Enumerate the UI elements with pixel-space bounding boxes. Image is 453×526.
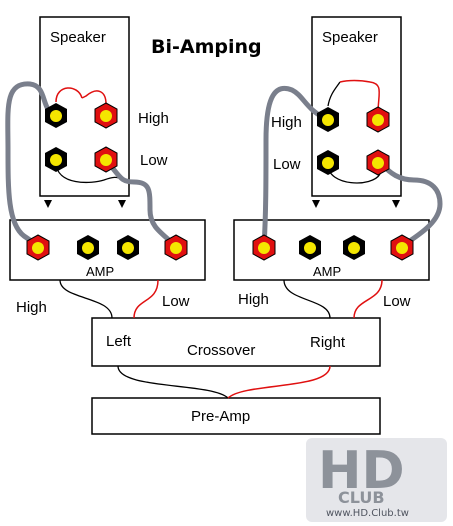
right-low-speaker-cable [377, 159, 443, 249]
right-speaker-jumper-black [327, 81, 341, 107]
crossover-left-label: Left [106, 333, 132, 350]
right-speaker-foot [312, 200, 320, 208]
left-speaker-jumper-red [55, 87, 83, 103]
left-amp-low-input-wire [133, 279, 159, 319]
crossover-preamp-wire-red [227, 365, 331, 399]
watermark-url: www.HD.Club.tw [326, 508, 409, 519]
right-speaker-foot [392, 200, 400, 208]
left-speaker-label: Speaker [50, 29, 106, 46]
left-amp-high-input-wire [59, 279, 113, 319]
right-amp-terminal-3-black [343, 235, 365, 260]
left-high-red-terminal [94, 102, 118, 129]
right-amp-terminal-1-red [252, 234, 276, 261]
left-amp-terminal-3-black [117, 235, 139, 260]
left-high-speaker-cable [5, 81, 59, 251]
crossover-box [91, 317, 381, 367]
right-amp-terminal-4-red [390, 234, 414, 261]
left-high-label: High [138, 110, 169, 127]
hd-club-watermark: HD CLUB www.HD.Club.tw [306, 438, 447, 522]
watermark-logo-club: CLUB [338, 488, 385, 507]
left-amp-label: AMP [86, 264, 114, 279]
left-speaker-foot [118, 200, 126, 208]
left-low-label: Low [140, 152, 168, 169]
right-amp-label: AMP [313, 264, 341, 279]
right-low-black-terminal [317, 150, 339, 175]
diagram-title: Bi-Amping [151, 36, 262, 58]
right-high-black-terminal [317, 107, 339, 132]
left-amp-high-label: High [16, 299, 47, 316]
right-amp-low-input-wire [353, 279, 383, 319]
left-low-black-terminal [45, 147, 67, 172]
preamp-box [91, 397, 381, 435]
left-speaker-foot [44, 200, 52, 208]
right-high-red-terminal [366, 106, 390, 133]
left-amp-terminal-2-black [77, 235, 99, 260]
right-amp-terminal-2-black [299, 235, 321, 260]
right-high-label: High [271, 114, 302, 131]
watermark-logo-hd: HD [318, 441, 405, 501]
left-low-speaker-cable [103, 157, 179, 249]
right-low-label: Low [273, 156, 301, 173]
left-amp-low-label: Low [162, 293, 190, 310]
right-amp-high-label: High [238, 291, 269, 308]
right-low-red-terminal [366, 149, 390, 176]
left-amp-terminal-4-red [164, 234, 188, 261]
crossover-right-label: Right [310, 334, 346, 351]
crossover-label: Crossover [187, 342, 255, 359]
left-speaker-jumper-red [81, 90, 107, 105]
right-high-speaker-cable [261, 86, 331, 249]
left-high-black-terminal [45, 103, 67, 128]
preamp-label: Pre-Amp [191, 408, 250, 425]
right-amp-high-input-wire [283, 279, 331, 319]
left-amp-terminal-1-red [26, 234, 50, 261]
right-amp-low-label: Low [383, 293, 411, 310]
left-low-red-terminal [94, 146, 118, 173]
crossover-preamp-wire-black [117, 365, 229, 399]
right-speaker-label: Speaker [322, 29, 378, 46]
right-speaker-jumper-red [339, 79, 380, 115]
